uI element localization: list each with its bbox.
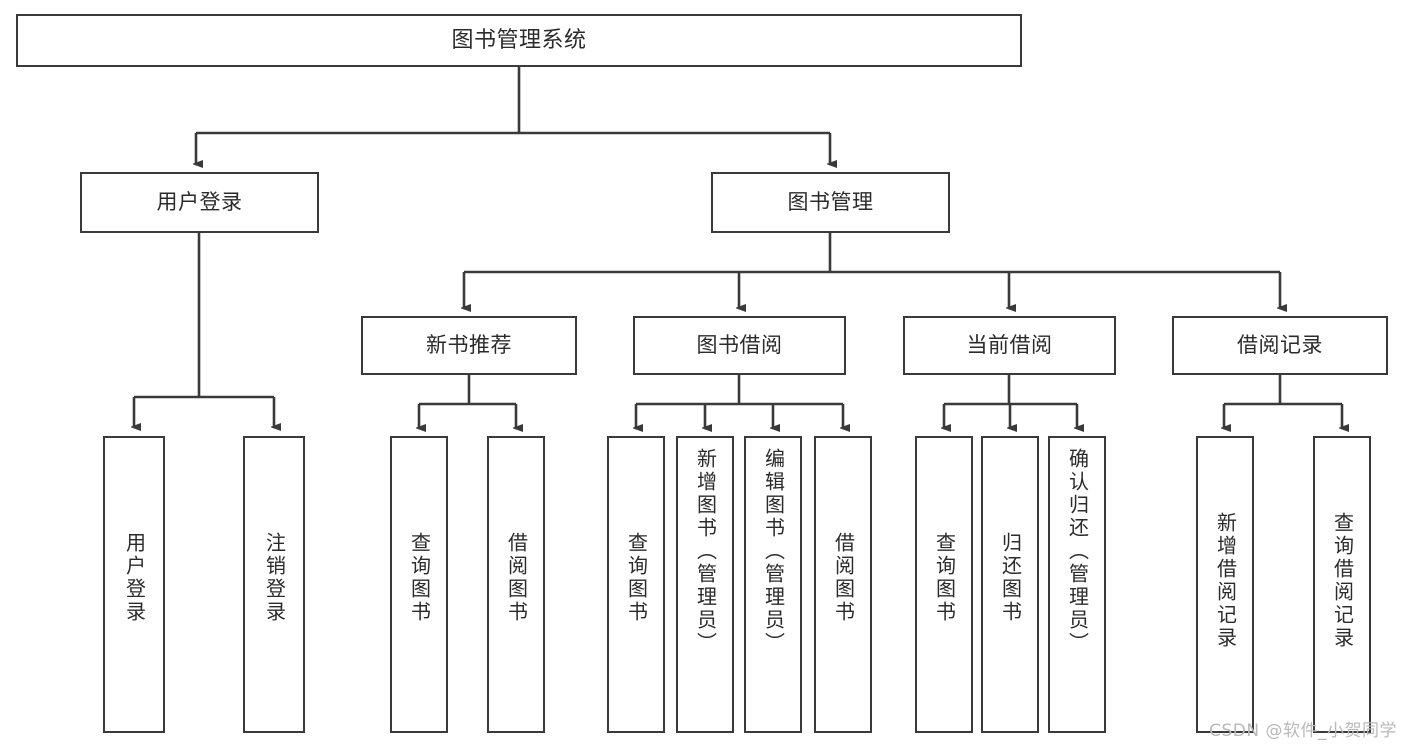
leaf-add-book-admin[interactable]: 新增图书（管理员） bbox=[676, 436, 734, 733]
node-label: 借阅图书 bbox=[831, 532, 856, 624]
leaf-edit-book-admin[interactable]: 编辑图书（管理员） bbox=[744, 436, 802, 733]
node-label: 新增图书（管理员） bbox=[693, 448, 718, 655]
node-label: 借阅图书 bbox=[504, 532, 529, 624]
node-label: 用户登录 bbox=[122, 532, 147, 624]
leaf-add-borrow-record[interactable]: 新增借阅记录 bbox=[1196, 436, 1254, 733]
leaf-return-books[interactable]: 归还图书 bbox=[981, 436, 1039, 733]
node-label: 图书借阅 bbox=[696, 333, 783, 358]
node-label: 查询图书 bbox=[407, 532, 432, 624]
node-label: 查询图书 bbox=[624, 532, 649, 624]
leaf-query-borrow-record[interactable]: 查询借阅记录 bbox=[1313, 436, 1371, 733]
node-root-book-management-system[interactable]: 图书管理系统 bbox=[16, 14, 1022, 67]
node-label: 确认归还（管理员） bbox=[1065, 448, 1090, 655]
leaf-query-books-borrow[interactable]: 查询图书 bbox=[607, 436, 665, 733]
node-label: 注销登录 bbox=[262, 532, 287, 624]
node-label: 用户登录 bbox=[156, 190, 243, 215]
node-current-borrowing[interactable]: 当前借阅 bbox=[903, 316, 1116, 375]
node-label: 编辑图书（管理员） bbox=[761, 448, 786, 655]
watermark-text: CSDN @软件_小贺同学 bbox=[1209, 721, 1397, 741]
leaf-confirm-return-admin[interactable]: 确认归还（管理员） bbox=[1048, 436, 1106, 733]
node-label: 借阅记录 bbox=[1237, 333, 1323, 358]
node-label: 归还图书 bbox=[998, 532, 1023, 624]
node-label: 当前借阅 bbox=[966, 333, 1053, 358]
node-user-login[interactable]: 用户登录 bbox=[80, 172, 319, 233]
node-label: 查询借阅记录 bbox=[1330, 512, 1355, 650]
leaf-logout[interactable]: 注销登录 bbox=[243, 436, 305, 733]
leaf-query-books-new-book[interactable]: 查询图书 bbox=[390, 436, 448, 733]
node-label: 新书推荐 bbox=[426, 333, 512, 358]
node-label: 查询图书 bbox=[932, 532, 957, 624]
node-label: 图书管理 bbox=[787, 190, 874, 215]
leaf-borrow-books-new-book[interactable]: 借阅图书 bbox=[487, 436, 545, 733]
leaf-borrow-books[interactable]: 借阅图书 bbox=[814, 436, 872, 733]
node-borrowing-records[interactable]: 借阅记录 bbox=[1172, 316, 1388, 375]
node-label: 图书管理系统 bbox=[451, 27, 587, 53]
leaf-user-login[interactable]: 用户登录 bbox=[103, 436, 165, 733]
node-book-management[interactable]: 图书管理 bbox=[711, 172, 950, 233]
node-label: 新增借阅记录 bbox=[1213, 512, 1238, 650]
leaf-query-books-current[interactable]: 查询图书 bbox=[915, 436, 973, 733]
node-book-borrowing[interactable]: 图书借阅 bbox=[633, 316, 846, 375]
node-new-book-recommendation[interactable]: 新书推荐 bbox=[361, 316, 577, 375]
